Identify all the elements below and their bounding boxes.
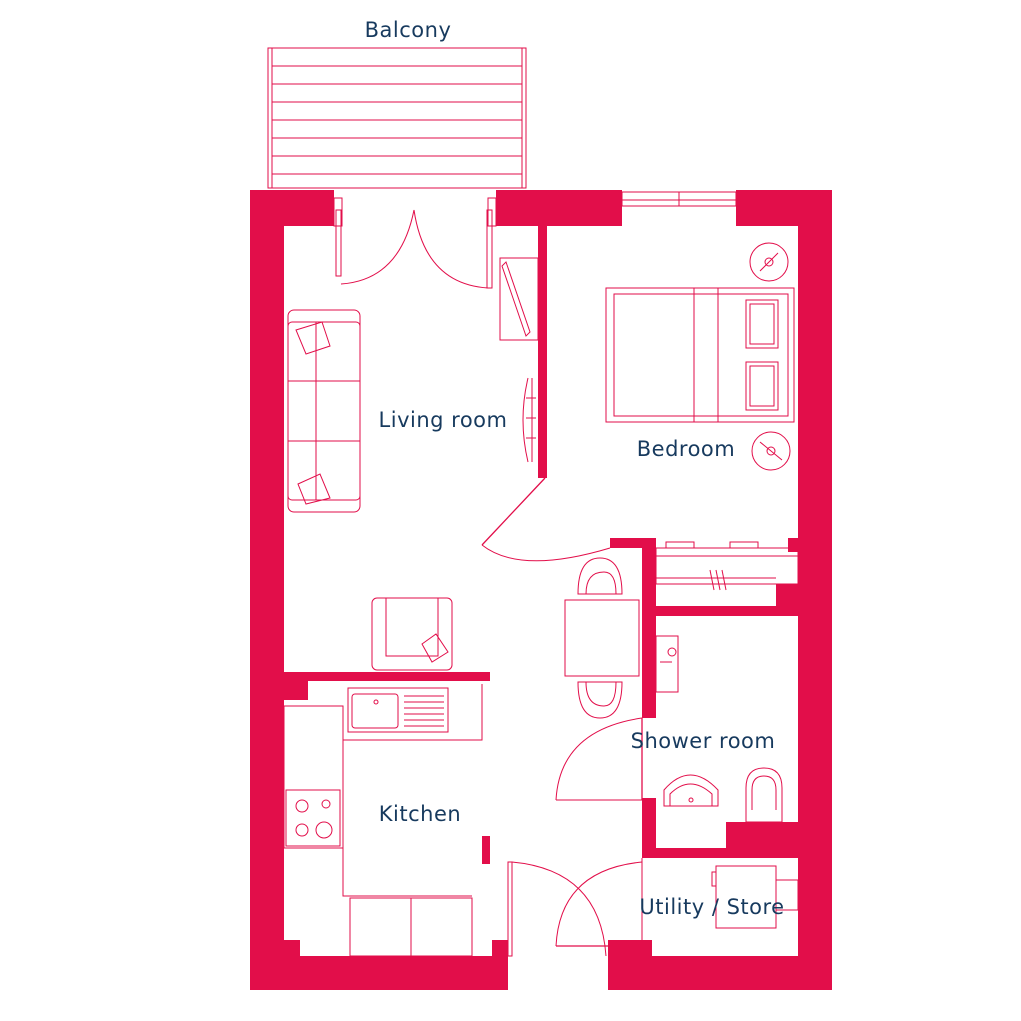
label-utility-store: Utility / Store xyxy=(639,895,784,919)
walls xyxy=(250,190,832,990)
tv-unit-icon xyxy=(499,257,539,341)
wardrobe-icon xyxy=(655,541,799,591)
label-shower-room: Shower room xyxy=(631,729,776,753)
armchair-icon xyxy=(371,597,453,671)
utility-appliance-icon xyxy=(711,865,799,929)
hob-icon xyxy=(285,789,341,847)
kitchen-units-icon xyxy=(349,897,473,957)
radiator-icon xyxy=(522,377,536,463)
shower-room-door xyxy=(555,717,643,801)
window-bedroom xyxy=(621,191,737,207)
double-bed-icon xyxy=(605,287,795,423)
sofa-icon xyxy=(287,309,361,513)
shower-icon xyxy=(655,635,679,693)
toilet-icon xyxy=(745,767,783,823)
label-bedroom: Bedroom xyxy=(637,437,735,461)
balcony-door-frames xyxy=(333,197,497,289)
balcony-area xyxy=(267,47,527,189)
dining-table-icon xyxy=(564,557,640,719)
utility-door xyxy=(555,858,643,947)
kitchen-worktop xyxy=(283,684,483,897)
bedside-lamp-icon xyxy=(749,242,791,471)
washbasin-icon xyxy=(663,774,719,807)
sink-icon xyxy=(347,687,449,733)
living-room-door xyxy=(481,477,611,562)
entrance-door xyxy=(507,861,607,957)
label-living-room: Living room xyxy=(379,408,508,432)
balcony-french-doors xyxy=(340,209,489,289)
label-kitchen: Kitchen xyxy=(379,802,461,826)
label-balcony: Balcony xyxy=(365,18,452,42)
